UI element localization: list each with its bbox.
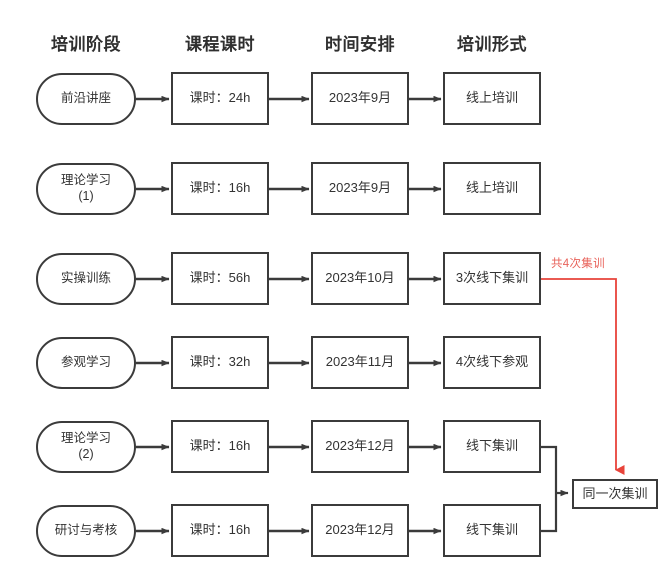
hours-node-row-4[interactable]: 课时：32h [171,336,269,389]
format-node-row-3[interactable]: 3次线下集训 [443,252,541,305]
red-annotation-label: 共4次集训 [551,258,605,270]
schedule-label: 2023年9月 [328,180,392,196]
stage-label: 前沿讲座 [60,91,111,106]
hours-node-row-3[interactable]: 课时：56h [171,252,269,305]
stage-label: 理论学习 (1) [60,173,111,203]
merge-node-same-session[interactable]: 同一次集训 [572,479,658,509]
column-header-format: 培训形式 [457,35,527,54]
format-node-row-5[interactable]: 线下集训 [443,420,541,473]
stage-node-row-5[interactable]: 理论学习 (2) [36,421,136,473]
stage-node-row-6[interactable]: 研讨与考核 [36,505,136,557]
hours-label: 课时：32h [189,354,251,370]
merge-connector [541,445,569,533]
schedule-node-row-4[interactable]: 2023年11月 [311,336,409,389]
stage-node-row-3[interactable]: 实操训练 [36,253,136,305]
hours-label: 课时：56h [189,270,251,286]
column-header-stage: 培训阶段 [51,35,121,54]
format-label: 线上培训 [465,180,518,196]
format-label: 3次线下集训 [455,270,529,286]
schedule-node-row-5[interactable]: 2023年12月 [311,420,409,473]
format-label: 线下集训 [465,438,518,454]
format-label: 线下集训 [465,522,518,538]
column-header-schedule: 时间安排 [325,35,395,54]
schedule-label: 2023年10月 [325,270,395,286]
format-node-row-4[interactable]: 4次线下参观 [443,336,541,389]
red-annotation-connector [541,278,625,475]
hours-node-row-5[interactable]: 课时：16h [171,420,269,473]
stage-node-row-1[interactable]: 前沿讲座 [36,73,136,125]
schedule-node-row-1[interactable]: 2023年9月 [311,72,409,125]
schedule-label: 2023年11月 [325,354,395,370]
stage-node-row-2[interactable]: 理论学习 (1) [36,163,136,215]
hours-label: 课时：24h [189,90,251,106]
hours-label: 课时：16h [189,180,251,196]
schedule-node-row-6[interactable]: 2023年12月 [311,504,409,557]
format-node-row-6[interactable]: 线下集训 [443,504,541,557]
stage-label: 理论学习 (2) [60,431,111,461]
format-node-row-2[interactable]: 线上培训 [443,162,541,215]
stage-label: 实操训练 [60,271,111,286]
format-label: 4次线下参观 [455,354,529,370]
stage-label: 参观学习 [60,355,111,370]
stage-node-row-4[interactable]: 参观学习 [36,337,136,389]
schedule-node-row-3[interactable]: 2023年10月 [311,252,409,305]
stage-label: 研讨与考核 [54,523,118,538]
merge-node-label: 同一次集训 [582,485,648,501]
schedule-label: 2023年9月 [328,90,392,106]
hours-node-row-1[interactable]: 课时：24h [171,72,269,125]
hours-label: 课时：16h [189,438,251,454]
hours-node-row-6[interactable]: 课时：16h [171,504,269,557]
schedule-node-row-2[interactable]: 2023年9月 [311,162,409,215]
format-node-row-1[interactable]: 线上培训 [443,72,541,125]
schedule-label: 2023年12月 [325,522,395,538]
format-label: 线上培训 [465,90,518,106]
hours-label: 课时：16h [189,522,251,538]
column-header-hours: 课程课时 [185,35,255,54]
hours-node-row-2[interactable]: 课时：16h [171,162,269,215]
schedule-label: 2023年12月 [325,438,395,454]
